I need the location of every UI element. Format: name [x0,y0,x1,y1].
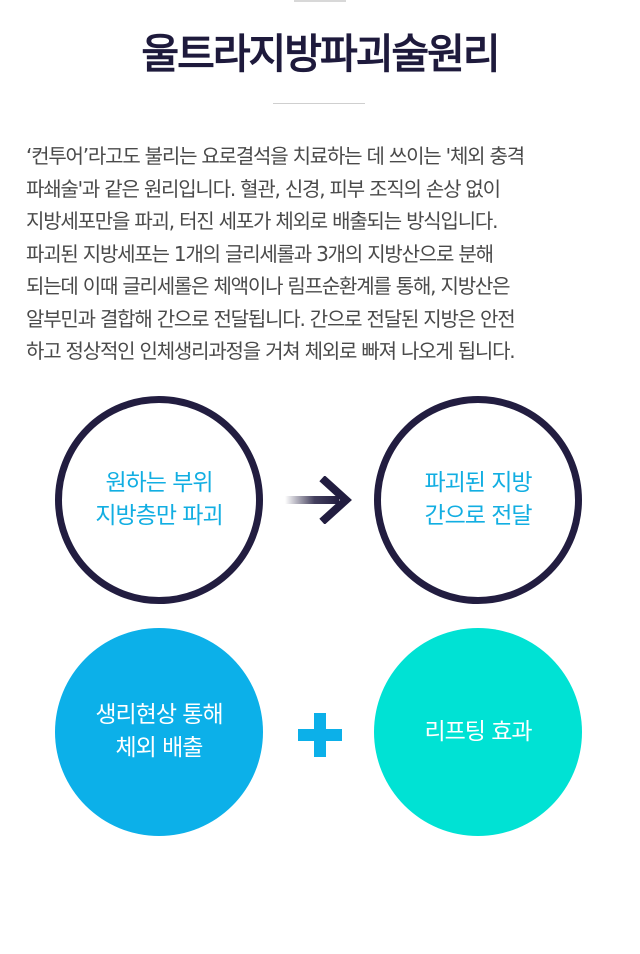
step-circle-excretion: 생리현상 통해 체외 배출 [55,628,263,836]
top-rule [294,0,346,2]
description-line: 하고 정상적인 인체생리과정을 거쳐 체외로 빠져 나오게 됩니다. [26,339,516,363]
step-label-line1: 생리현상 통해 [95,702,223,728]
step-label-line2: 간으로 전달 [424,503,532,529]
step-label-line1: 파괴된 지방 [424,470,532,496]
description-line: 되는데 이때 글리세롤은 체액이나 림프순환계를 통해, 지방산은 [26,274,511,298]
step-label-line2: 지방층만 파괴 [95,503,223,529]
step-label-line2: 체외 배출 [115,735,204,761]
plus-icon [298,713,342,757]
step-circle-fat-destruction: 원하는 부위 지방층만 파괴 [55,396,263,604]
step-circle-liver-transfer: 파괴된 지방 간으로 전달 [374,396,582,604]
description-line: 알부민과 결합해 간으로 전달됩니다. 간으로 전달된 지방은 안전 [26,306,516,331]
description-line: ‘컨투어’라고도 불리는 요로결석을 치료하는 데 쓰이는 '체외 충격 [26,144,525,168]
step-label-line1: 리프팅 효과 [424,718,532,745]
step-circle-lifting-effect: 리프팅 효과 [374,628,582,836]
description-line: 지방세포만을 파괴, 터진 세포가 체외로 배출되는 방식입니다. [26,209,498,233]
page-title: 울트라지방파괴술원리 [141,30,500,78]
title-divider [273,103,365,104]
step-label-line1: 원하는 부위 [105,470,213,496]
right-arrow-icon [285,476,352,524]
description-line: 파괴된 지방세포는 1개의 글리세롤과 3개의 지방산으로 분해 [26,241,494,266]
description-line: 파쇄술'과 같은 원리입니다. 혈관, 신경, 피부 조직의 손상 없이 [26,176,501,201]
description-paragraph: ‘컨투어’라고도 불리는 요로결석을 치료하는 데 쓰이는 '체외 충격 파쇄술… [26,140,616,368]
